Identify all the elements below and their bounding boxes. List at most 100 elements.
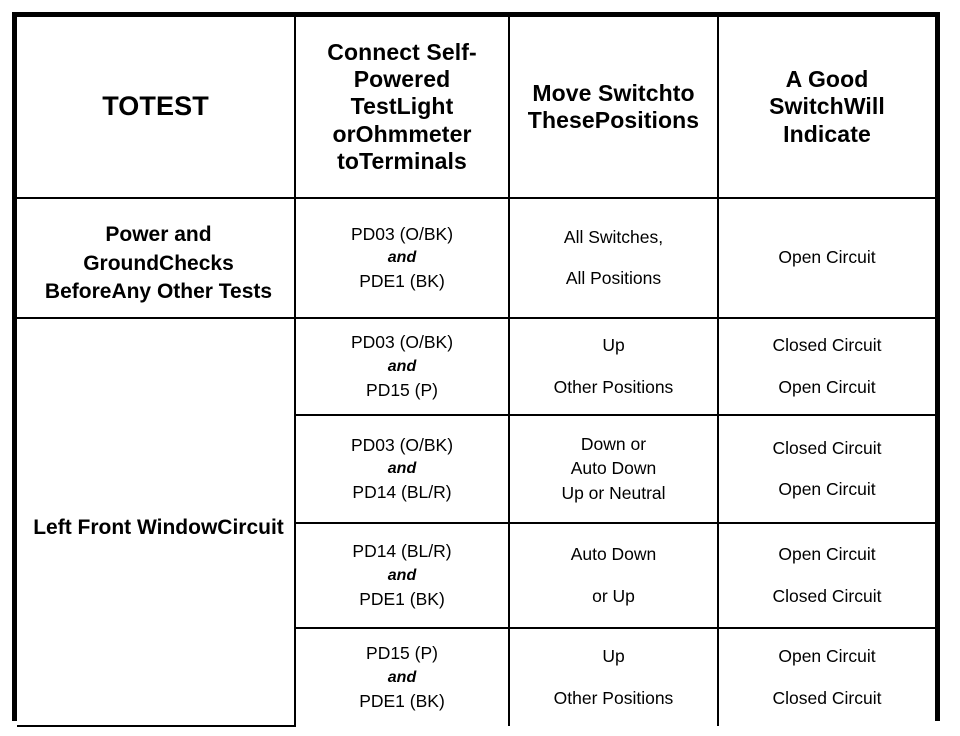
indication-text: Open Circuit (719, 241, 935, 275)
cell-line: and (387, 668, 417, 686)
cell-line: Open Circuit (778, 479, 876, 499)
header-line: Move Switch (532, 79, 673, 106)
cell-line: PDE1 (BK) (359, 690, 445, 711)
row-label-line: Circuit (217, 515, 284, 539)
cell-line: Open Circuit (778, 646, 876, 666)
header-text-connect-to: Connect Self-Powered TestLight orOhmmete… (296, 35, 508, 180)
indication-cell: Open Circuit (717, 197, 935, 319)
cell-line: Open Circuit (778, 247, 876, 268)
positions-text: Auto Down or Up (510, 538, 717, 613)
cell-line: PD14 (BL/R) (352, 541, 452, 561)
cell-line: PDE1 (BK) (359, 271, 445, 291)
header-text-good-switch: A Good SwitchWill Indicate (719, 62, 935, 152)
header-line: Terminals (359, 148, 467, 175)
cell-line: and (387, 566, 417, 584)
row-label-line: Any Other Tests (111, 280, 273, 304)
cell-line: Other Positions (553, 376, 674, 397)
row-label-text: Power and GroundChecks BeforeAny Other T… (17, 209, 294, 306)
positions-text: Down or Auto Down Up or Neutral (510, 428, 717, 511)
header-line: A Good Switch (769, 65, 869, 120)
cell-line: Closed Circuit (772, 687, 882, 708)
header-line: TO (102, 91, 140, 122)
cell-line: Closed Circuit (772, 585, 882, 606)
row-label-line: Left Front Window (33, 515, 218, 539)
positions-text: All Switches, All Positions (510, 221, 717, 296)
header-text-to-test: TOTEST (17, 86, 294, 127)
row-label-line: Checks Before (44, 251, 234, 304)
row-label-left-front-window-circuit: Left Front WindowCircuit (17, 317, 296, 727)
row-label-power-and-ground-checks: Power and GroundChecks BeforeAny Other T… (17, 197, 296, 319)
cell-line: All Switches, (563, 226, 664, 247)
cell-line: Down or (580, 433, 647, 454)
positions-cell: Auto Down or Up (508, 522, 719, 629)
cell-line: Up (602, 335, 625, 355)
cell-line: All Positions (565, 268, 662, 288)
table-row: Power and GroundChecks BeforeAny Other T… (17, 197, 935, 319)
cell-line: Open Circuit (778, 376, 876, 397)
cell-line: Other Positions (553, 687, 674, 708)
cell-line: PDE1 (BK) (359, 588, 445, 609)
header-line: TEST (139, 91, 209, 122)
cell-line: Up (602, 646, 625, 666)
cell-line: PD14 (BL/R) (352, 482, 452, 502)
row-label-line: Power and Ground (83, 223, 212, 275)
cell-line: PD03 (O/BK) (350, 434, 454, 455)
header-cell-move-switch: Move Switchto ThesePositions (508, 17, 719, 199)
cell-line: Closed Circuit (772, 437, 882, 458)
header-cell-to-test: TOTEST (17, 17, 296, 199)
header-line: Powered Test (350, 65, 451, 120)
positions-cell: Down or Auto Down Up or Neutral (508, 414, 719, 524)
cell-line: Auto Down (570, 458, 657, 479)
cell-line: and (387, 357, 417, 375)
header-line: Connect Self- (327, 38, 477, 65)
cell-line: Auto Down (570, 544, 657, 564)
row-label-text: Left Front WindowCircuit (17, 502, 294, 542)
header-line: Will Indicate (783, 93, 885, 147)
cell-line: and (387, 249, 417, 266)
cell-line: PD15 (P) (366, 379, 438, 400)
cell-line: Up or Neutral (561, 482, 666, 503)
positions-cell: All Switches, All Positions (508, 197, 719, 319)
header-text-move-switch: Move Switchto ThesePositions (510, 76, 717, 139)
header-line: to These (527, 79, 695, 133)
cell-line: Open Circuit (778, 544, 876, 564)
header-cell-connect-to: Connect Self-Powered TestLight orOhmmete… (294, 17, 510, 199)
cell-line: and (387, 460, 417, 477)
cell-line: Closed Circuit (772, 335, 882, 355)
cell-line: PD15 (P) (366, 643, 438, 663)
header-line: Ohmmeter to (337, 120, 472, 175)
header-line: Positions (594, 107, 700, 133)
header-line: Light or (332, 93, 454, 147)
cell-line: or Up (592, 585, 635, 606)
